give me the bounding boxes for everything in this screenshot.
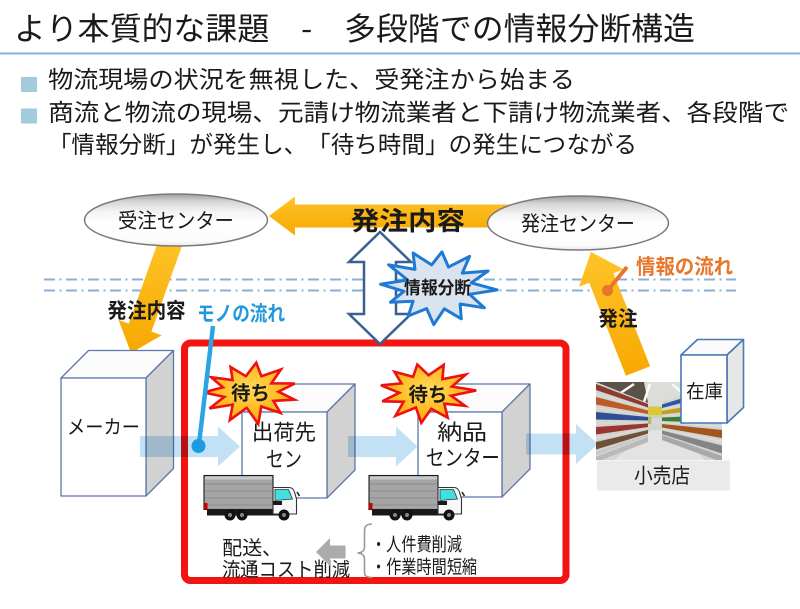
svg-text:・作業時間短縮: ・作業時間短縮: [371, 553, 477, 580]
svg-text:商流と物流の現場、元請け物流業者と下請け物流業者、各段階で: 商流と物流の現場、元請け物流業者と下請け物流業者、各段階で: [48, 93, 789, 128]
svg-text:発注: 発注: [599, 303, 638, 333]
svg-text:発注センター: 発注センター: [521, 208, 635, 238]
svg-text:待ち: 待ち: [409, 379, 448, 408]
svg-text:より本質的な課題 - 多段階での情報分断構造: より本質的な課題 - 多段階での情報分断構造: [14, 4, 695, 50]
svg-text:メーカー: メーカー: [67, 411, 140, 440]
svg-text:小売店: 小売店: [634, 460, 690, 490]
svg-text:物流現場の状況を無視した、受発注から始まる: 物流現場の状況を無視した、受発注から始まる: [48, 60, 575, 95]
svg-text:センター: センター: [426, 441, 500, 473]
svg-text:モノの流れ: モノの流れ: [197, 298, 285, 328]
svg-text:「情報分断」が発生し、「待ち時間」の発生につながる: 「情報分断」が発生し、「待ち時間」の発生につながる: [48, 125, 637, 160]
svg-text:待ち: 待ち: [231, 377, 270, 406]
svg-text:情報の流れ: 情報の流れ: [636, 251, 733, 281]
svg-text:在庫: 在庫: [686, 377, 723, 404]
svg-text:・人件費削減: ・人件費削減: [371, 530, 462, 557]
svg-text:配送、: 配送、: [222, 532, 282, 561]
svg-text:発注内容: 発注内容: [351, 201, 465, 238]
svg-text:出荷先: 出荷先: [252, 415, 316, 447]
svg-text:納品: 納品: [437, 415, 487, 447]
svg-text:発注内容: 発注内容: [108, 295, 186, 325]
svg-text:受注センター: 受注センター: [118, 205, 234, 235]
svg-text:セン: セン: [266, 442, 302, 474]
svg-text:情報分断: 情報分断: [404, 274, 471, 300]
